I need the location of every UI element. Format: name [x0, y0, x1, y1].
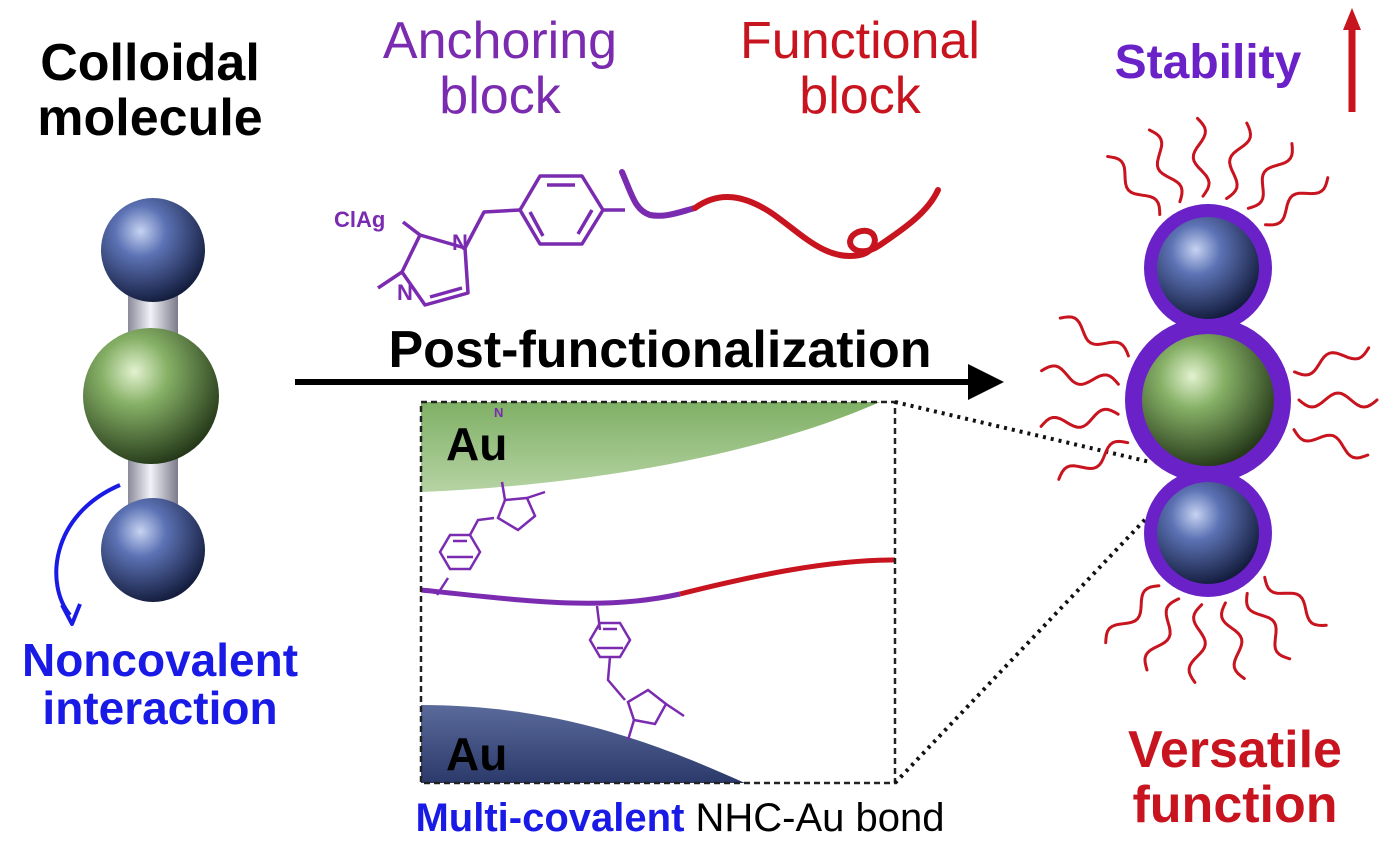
versatile-line-2: function — [1132, 775, 1338, 834]
corona-chain-15 — [1225, 121, 1253, 200]
corona-chain-17 — [1264, 176, 1330, 227]
noncovalent-interaction-label: Noncovalent interaction — [0, 636, 320, 733]
stability-label: Stability — [1114, 36, 1302, 89]
clag-bond — [401, 220, 422, 237]
noncovalent-line-2: interaction — [42, 682, 278, 735]
methyl-bond — [377, 270, 403, 290]
core-blue-bottom — [1157, 482, 1259, 584]
functional-line-1: Functional — [740, 12, 980, 70]
upper-nhc-linkage — [435, 481, 546, 596]
anchoring-line-2: block — [439, 66, 561, 125]
bond-rest: NHC-Au bond — [684, 796, 945, 840]
n-label-1: N — [452, 230, 468, 255]
clag-label: ClAg — [334, 207, 385, 232]
au-bottom-label: Au — [446, 728, 508, 780]
corona-chain-14 — [1191, 116, 1211, 198]
sphere-blue-top — [101, 198, 205, 302]
anchoring-line-1: Anchoring — [382, 12, 618, 70]
functionalized-molecule — [1125, 204, 1291, 597]
bond-caption: Multi-covalent NHC-Au bond — [300, 797, 1060, 839]
corona-chain-9 — [1039, 407, 1120, 429]
imidazole-double-bond — [429, 286, 463, 299]
core-blue-top — [1157, 217, 1259, 319]
lower-nhc-linkage — [588, 605, 685, 741]
corona-chain-16 — [1246, 142, 1294, 210]
nhc-ligand-structure — [377, 174, 625, 307]
imidazole-ring — [400, 233, 470, 307]
benzene-inner — [528, 183, 594, 237]
zoom-line-bottom — [893, 486, 1177, 785]
corona-chain-13 — [1147, 128, 1184, 204]
au-surface-bottom — [421, 705, 745, 783]
inset-anchoring-chain — [421, 587, 681, 606]
inset-border — [419, 400, 897, 785]
corona-chain-8 — [1057, 439, 1130, 481]
sphere-blue-bottom — [101, 498, 205, 602]
corona-chain-3 — [1245, 591, 1292, 661]
noncovalent-arrow — [54, 483, 121, 626]
corona-chain-2 — [1263, 575, 1328, 628]
corona-chain-18 — [1293, 346, 1371, 377]
corona-chain-7 — [1104, 584, 1161, 645]
benzyl-bond — [463, 208, 521, 249]
n-label-2: N — [397, 280, 413, 305]
zoom-inset — [419, 400, 1177, 785]
bond-highlight: Multi-covalent — [415, 796, 685, 840]
colloidal-line-1: Colloidal — [40, 34, 260, 92]
sphere-green-center — [83, 328, 219, 464]
versatile-line-1: Versatile — [1128, 721, 1342, 779]
colloidal-line-2: molecule — [37, 88, 263, 147]
core-green-center — [1142, 334, 1274, 466]
inset-n-label-1: N — [494, 405, 503, 420]
corona-chain-4 — [1219, 601, 1246, 680]
colloidal-molecule-label: Colloidal molecule — [0, 36, 300, 145]
functional-block-label: Functional block — [690, 14, 1030, 123]
au-top-label: Au — [446, 418, 508, 470]
corona-chain-6 — [1143, 597, 1181, 672]
inset-functional-chain — [679, 557, 895, 597]
functional-block-chain — [692, 187, 941, 260]
functional-line-2: block — [799, 66, 921, 125]
colloidal-molecule — [83, 198, 219, 602]
post-functionalization-label: Post-functionalization — [388, 321, 932, 379]
corona-chain-5 — [1187, 603, 1207, 684]
anchoring-block-chain — [619, 169, 698, 219]
functional-corona — [1039, 116, 1379, 684]
au-surface-top — [421, 402, 880, 492]
stability-up-arrow — [1343, 8, 1361, 112]
corona-chain-12 — [1106, 155, 1162, 216]
corona-chain-11 — [1058, 315, 1130, 358]
versatile-function-label: Versatile function — [1070, 723, 1400, 832]
noncovalent-line-1: Noncovalent — [21, 634, 299, 686]
corona-chain-1 — [1292, 428, 1370, 460]
anchoring-block-label: Anchoring block — [330, 14, 670, 123]
corona-chain-0 — [1297, 391, 1379, 409]
corona-chain-10 — [1040, 364, 1120, 386]
post-functionalization-arrow — [295, 364, 1004, 400]
